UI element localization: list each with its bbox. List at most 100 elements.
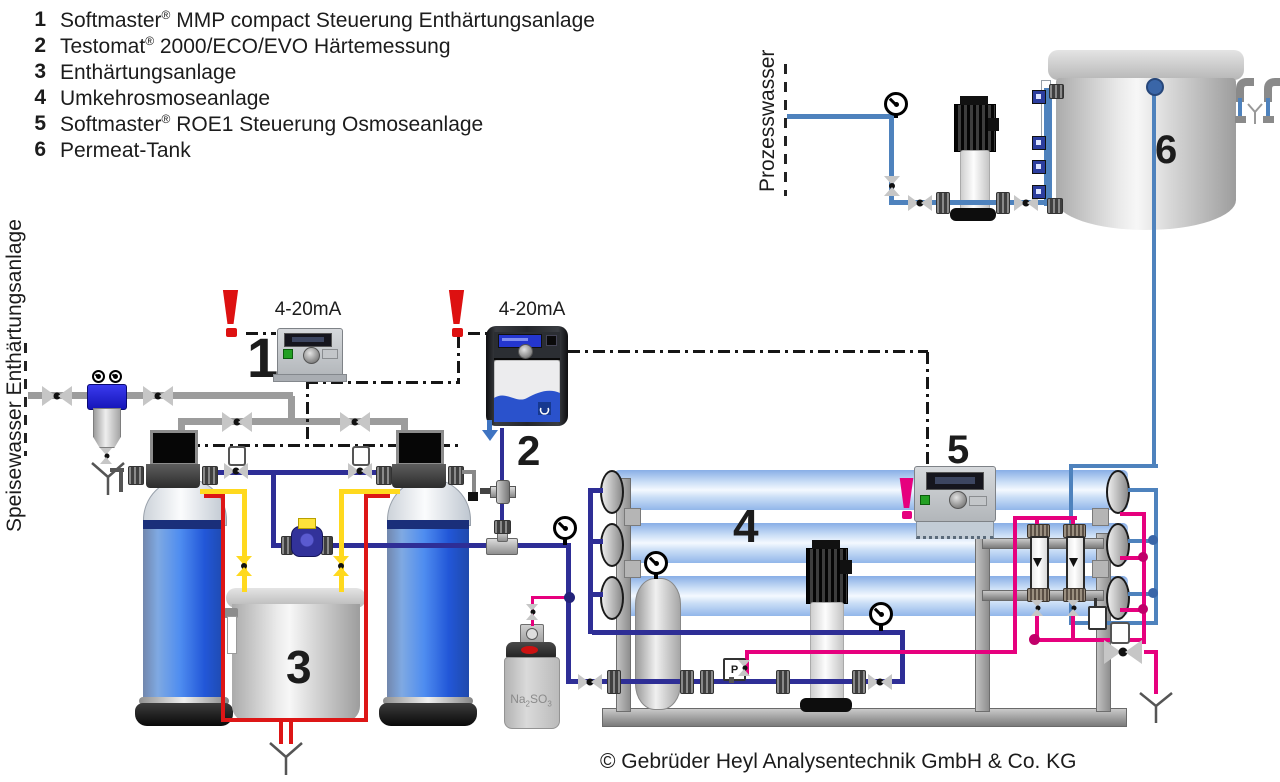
sample-line-fitting — [494, 520, 511, 534]
rota1-top-stub — [1035, 516, 1039, 526]
softener-tank-right-base — [379, 703, 477, 726]
concentrate-junction-3 — [1138, 604, 1148, 614]
brine-level-indicator-tube — [227, 616, 237, 654]
softener-tank-left-body — [143, 529, 225, 700]
filter-drain-valve — [100, 448, 113, 464]
ro-pump-base — [800, 698, 852, 712]
concentrate-stub-3 — [1120, 608, 1144, 612]
warning-exclamation-icon-1 — [222, 290, 239, 324]
level-sensor-2 — [1032, 136, 1046, 150]
feed-shutoff-valve-1 — [42, 386, 72, 406]
signal-line-testomat-drop — [457, 336, 460, 384]
process-line-h2 — [889, 200, 1049, 205]
concentrate-outlet-v — [1154, 650, 1158, 694]
membrane-feed-manifold — [588, 488, 593, 634]
process-gauge — [884, 92, 908, 116]
membrane-interconnect-left-2 — [624, 560, 641, 578]
prefilter-union-in — [607, 670, 621, 694]
softener-inlet-valve-left — [222, 412, 252, 432]
signal-line-control-heads — [163, 444, 461, 447]
concentrate-stub-1 — [1120, 512, 1144, 516]
mmp-controller-green-button — [283, 349, 293, 359]
drain-line-left — [221, 494, 225, 722]
process-pump-base — [950, 208, 996, 221]
softener-tank-left-ring — [139, 697, 229, 705]
warning-exclamation-icon-2 — [448, 290, 465, 324]
concentrate-drain-funnel-icon — [1139, 692, 1173, 723]
brine-valve-right — [333, 556, 349, 576]
membrane-interconnect-left-1 — [624, 508, 641, 526]
drain-line-right — [364, 494, 368, 722]
ro-frame-base-beam — [602, 708, 1127, 727]
softener-control-valve-left-body — [146, 464, 200, 488]
brine-tank-body — [232, 604, 360, 722]
registered-mark: ® — [161, 8, 171, 22]
membrane-endcap-right-3 — [1106, 576, 1130, 620]
softener-control-valve-left-display — [150, 430, 198, 466]
legend-num: 5 — [34, 112, 46, 135]
mmp-controller-flange — [273, 374, 347, 382]
legend-item-5: 5 Softmaster® ROE1 Steuerung Osmoseanlage — [26, 112, 483, 138]
dosing-injection-point — [564, 592, 575, 603]
sample-valve-left — [224, 463, 248, 479]
brine-line-right — [339, 489, 344, 592]
legend-brand: Testomat — [60, 35, 146, 58]
concentrate-junction-2 — [1138, 552, 1148, 562]
pump-discharge-valve — [868, 674, 892, 690]
flowmeter1-float — [1033, 558, 1042, 567]
warning-exclamation-icon-3 — [899, 478, 914, 508]
softwater-drop-center — [271, 470, 276, 547]
mmp-controller-display — [284, 333, 332, 347]
process-valve-2 — [1014, 195, 1038, 211]
marker-2: 2 — [517, 427, 541, 474]
signal-line-excl-to-mmp — [246, 332, 276, 335]
membrane-feed-stub-2 — [593, 539, 603, 544]
softener-tank-left-base — [135, 703, 233, 726]
brine-line-left — [242, 489, 247, 592]
drain-line-bottom — [221, 718, 368, 722]
legend-num: 1 — [34, 8, 46, 31]
rota2-top-stub — [1071, 516, 1075, 526]
mmp-controller-knob — [303, 347, 320, 364]
flowmeter2-float — [1069, 558, 1078, 567]
process-valve-vertical — [884, 176, 900, 196]
softener-tank-left-stripe — [143, 520, 225, 529]
ro-prefilter-cylinder — [635, 578, 681, 710]
right-head-union-right — [448, 466, 464, 485]
hardwater-outlet-cap — [468, 492, 478, 501]
ro-pump-motor — [806, 548, 848, 604]
concentrate-bottom-run — [1033, 638, 1145, 642]
tank-level-column — [1044, 88, 1052, 206]
tank-overflow-icon — [1235, 78, 1280, 124]
flowmeter-1 — [1030, 536, 1049, 592]
level-sensor-4 — [1032, 185, 1046, 199]
prefilter-union-out — [680, 670, 694, 694]
softwater-header — [216, 470, 376, 475]
filter-gauge-2 — [109, 370, 122, 383]
sample-bottle-icon-left — [228, 446, 246, 466]
legend-text: Softmaster® ROE1 Steuerung Osmoseanlage — [60, 112, 483, 138]
permeate-to-tank-riser — [1152, 86, 1156, 466]
chemical-sub1: 2 — [525, 699, 530, 709]
legend-rest: Enthärtungsanlage — [60, 61, 237, 84]
left-head-union-left — [128, 466, 144, 485]
membrane-feed-stub-1 — [593, 488, 603, 493]
ro-discharge-riser — [900, 634, 905, 684]
ro-feed-header — [592, 630, 905, 635]
testomat-drain-arrow-icon — [482, 430, 498, 449]
marker-4: 4 — [733, 500, 759, 552]
testomat-door — [494, 360, 560, 422]
softener-tank-right-body — [387, 529, 469, 700]
process-valve-1 — [908, 195, 932, 211]
registered-mark: ® — [145, 34, 155, 48]
concentrate-valve — [1104, 640, 1142, 664]
signal-line-cross — [306, 381, 460, 384]
conductivity-sensor — [1088, 606, 1107, 630]
roe-controller-label-chip — [969, 496, 987, 506]
sample-bottle-icon-right — [352, 446, 370, 466]
roe-controller-display — [926, 472, 984, 490]
signal-line-mmp-drop — [306, 377, 309, 450]
membrane-endcap-right-1 — [1106, 470, 1130, 514]
ro-suction-line — [566, 679, 905, 684]
